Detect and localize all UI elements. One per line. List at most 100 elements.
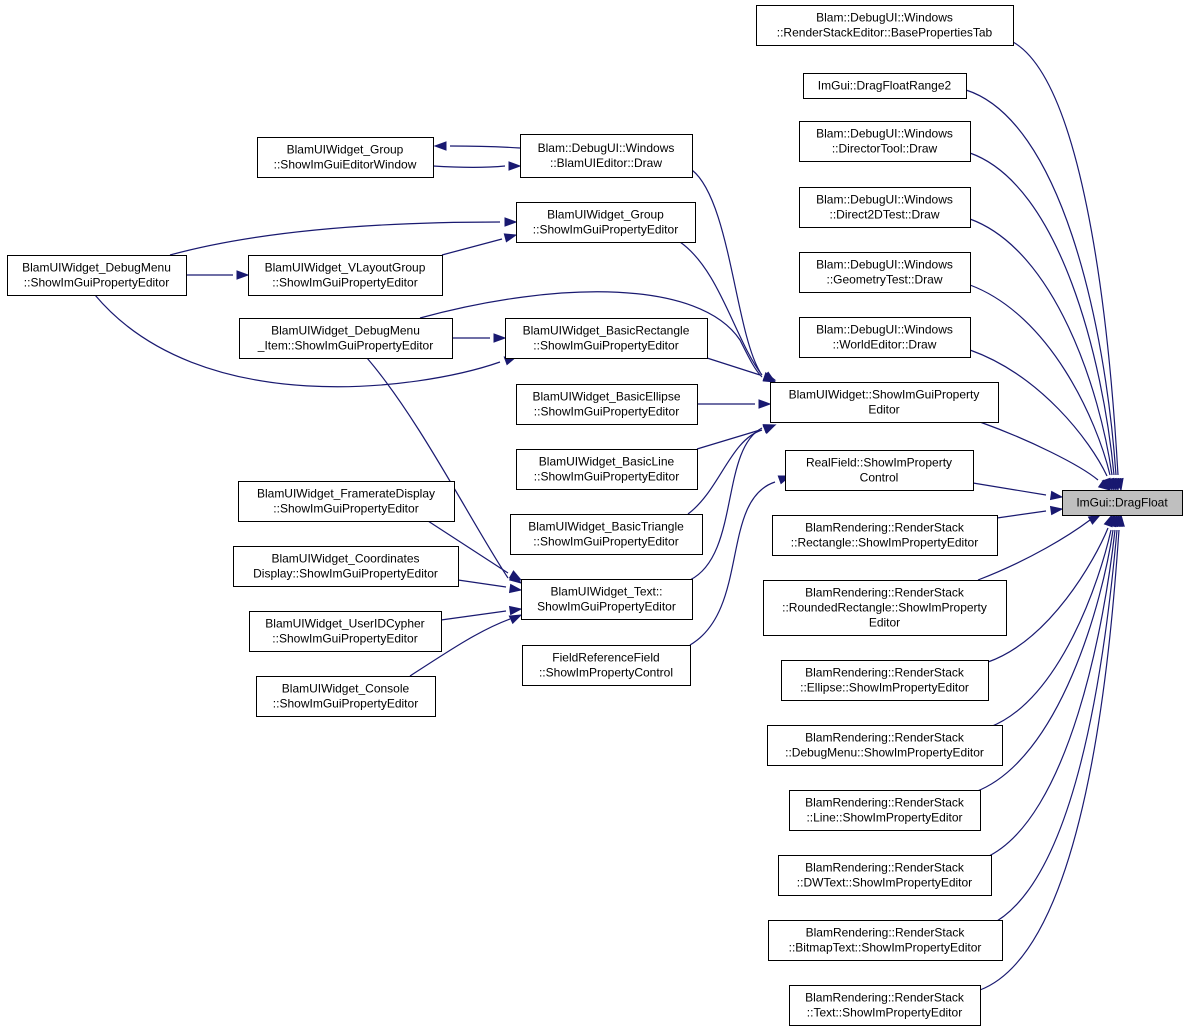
node-rs-bitmap[interactable]: BlamRendering::RenderStack::BitmapText::…: [768, 920, 1003, 961]
arrowhead-icon: [504, 217, 518, 227]
node-box[interactable]: [248, 255, 443, 296]
node-rs-line[interactable]: BlamRendering::RenderStack::Line::ShowIm…: [789, 790, 981, 831]
node-rs-rrect[interactable]: BlamRendering::RenderStack::RoundedRecta…: [763, 580, 1007, 636]
node-box[interactable]: [238, 481, 455, 522]
node-box[interactable]: [789, 985, 981, 1026]
node-box[interactable]: [239, 318, 453, 359]
node-box[interactable]: [233, 546, 459, 587]
node-box[interactable]: [516, 449, 698, 490]
node-dragfloat[interactable]: ImGui::DragFloat: [1062, 490, 1183, 516]
node-d2d[interactable]: Blam::DebugUI::Windows::Direct2DTest::Dr…: [799, 187, 971, 228]
node-box[interactable]: [756, 5, 1014, 46]
edge-n_console-to-n_text: [409, 614, 523, 677]
node-box[interactable]: [767, 725, 1003, 766]
edge-n_basicline-to-n_showimgui: [696, 424, 777, 450]
node-showimgui[interactable]: BlamUIWidget::ShowImGuiPropertyEditor: [770, 382, 999, 423]
node-box[interactable]: [516, 202, 696, 243]
node-realfield[interactable]: RealField::ShowImPropertyControl: [785, 450, 974, 491]
node-director[interactable]: Blam::DebugUI::Windows::DirectorTool::Dr…: [799, 121, 971, 162]
node-rs-debugmenu[interactable]: BlamRendering::RenderStack::DebugMenu::S…: [767, 725, 1003, 766]
node-label-line: BlamUIWidget::ShowImGuiProperty: [789, 388, 980, 402]
node-box[interactable]: [799, 121, 971, 162]
node-geometry[interactable]: Blam::DebugUI::Windows::GeometryTest::Dr…: [799, 252, 971, 293]
node-box[interactable]: [516, 384, 698, 425]
arrowhead-icon: [508, 605, 523, 616]
node-baseprops[interactable]: Blam::DebugUI::Windows::RenderStackEdito…: [756, 5, 1014, 46]
node-box[interactable]: [1062, 490, 1183, 516]
edge-line: [979, 421, 1099, 481]
node-label-line: ::ShowImGuiPropertyEditor: [272, 632, 417, 646]
node-label-line: ImGui::DragFloat: [1076, 496, 1168, 510]
node-rs-text[interactable]: BlamRendering::RenderStack::Text::ShowIm…: [789, 985, 981, 1026]
edge-n_rs_rect-to-n_dragfloat: [996, 505, 1064, 519]
node-box[interactable]: [256, 676, 436, 717]
node-label-line: ::ShowImGuiPropertyEditor: [273, 502, 418, 516]
node-uieditor[interactable]: Blam::DebugUI::Windows::BlamUIEditor::Dr…: [520, 134, 693, 178]
node-dm-item[interactable]: BlamUIWidget_DebugMenu_Item::ShowImGuiPr…: [239, 318, 453, 359]
nodes-layer: ImGui::DragFloat Blam::DebugUI::Windows::…: [7, 5, 1183, 1026]
arrowhead-icon: [762, 424, 777, 435]
node-box[interactable]: [778, 855, 992, 896]
node-box[interactable]: [520, 134, 693, 178]
arrowhead-icon: [1049, 505, 1064, 516]
node-text[interactable]: BlamUIWidget_Text::ShowImGuiPropertyEdit…: [521, 579, 693, 620]
edge-n_rs_dwtext-to-n_dragfloat: [984, 513, 1121, 859]
edge-line: [169, 221, 501, 256]
node-box[interactable]: [768, 920, 1003, 961]
node-vlayout[interactable]: BlamUIWidget_VLayoutGroup::ShowImGuiProp…: [248, 255, 443, 296]
node-rs-dwtext[interactable]: BlamRendering::RenderStack::DWText::Show…: [778, 855, 992, 896]
node-box[interactable]: [789, 790, 981, 831]
node-coords[interactable]: BlamUIWidget_CoordinatesDisplay::ShowImG…: [233, 546, 459, 587]
node-fieldref[interactable]: FieldReferenceField::ShowImPropertyContr…: [522, 645, 691, 686]
node-console[interactable]: BlamUIWidget_Console::ShowImGuiPropertyE…: [256, 676, 436, 717]
node-box[interactable]: [785, 450, 974, 491]
node-userid[interactable]: BlamUIWidget_UserIDCypher::ShowImGuiProp…: [249, 611, 442, 652]
node-box[interactable]: [772, 515, 998, 556]
edge-line: [706, 357, 761, 376]
node-label-line: ::DWText::ShowImPropertyEditor: [797, 876, 972, 890]
edge-n_basicrect-to-n_showimgui: [706, 357, 777, 381]
node-box[interactable]: [781, 660, 989, 701]
node-dragrange2[interactable]: ImGui::DragFloatRange2: [803, 73, 967, 99]
node-box[interactable]: [763, 580, 1007, 636]
node-label-line: BlamRendering::RenderStack: [805, 586, 965, 600]
node-label-line: ::ShowImGuiPropertyEditor: [533, 535, 678, 549]
node-box[interactable]: [7, 255, 187, 296]
node-worldeditor[interactable]: Blam::DebugUI::Windows::WorldEditor::Dra…: [799, 317, 971, 358]
node-basictri[interactable]: BlamUIWidget_BasicTriangle::ShowImGuiPro…: [510, 514, 703, 555]
edge-n_group_prop-to-n_showimgui: [679, 241, 777, 383]
node-box[interactable]: [505, 318, 708, 359]
node-basicellipse[interactable]: BlamUIWidget_BasicEllipse::ShowImGuiProp…: [516, 384, 698, 425]
arrowhead-icon: [1087, 514, 1102, 525]
node-group-prop[interactable]: BlamUIWidget_Group::ShowImGuiPropertyEdi…: [516, 202, 696, 243]
arrowhead-icon: [1049, 490, 1064, 501]
node-box[interactable]: [799, 187, 971, 228]
edge-line: [679, 241, 763, 376]
node-rs-ellipse[interactable]: BlamRendering::RenderStack::Ellipse::Sho…: [781, 660, 989, 701]
node-box[interactable]: [521, 579, 693, 620]
node-rs-rect[interactable]: BlamRendering::RenderStack::Rectangle::S…: [772, 515, 998, 556]
node-box[interactable]: [799, 252, 971, 293]
edge-n_dragrange2-to-n_dragfloat: [965, 89, 1122, 492]
node-box[interactable]: [799, 317, 971, 358]
node-basicrect[interactable]: BlamUIWidget_BasicRectangle::ShowImGuiPr…: [505, 318, 708, 359]
node-box[interactable]: [803, 73, 967, 99]
node-label-line: BlamUIWidget_Group: [547, 208, 664, 222]
node-label-line: _Item::ShowImGuiPropertyEditor: [257, 339, 433, 353]
node-label-line: BlamUIWidget_VLayoutGroup: [265, 261, 426, 275]
node-basicline[interactable]: BlamUIWidget_BasicLine::ShowImGuiPropert…: [516, 449, 698, 490]
node-label-line: Blam::DebugUI::Windows: [816, 193, 953, 207]
edge-line: [366, 357, 509, 579]
node-debugmenu[interactable]: BlamUIWidget_DebugMenu::ShowImGuiPropert…: [7, 255, 187, 296]
node-label-line: Blam::DebugUI::Windows: [816, 323, 953, 337]
node-box[interactable]: [257, 137, 434, 178]
edge-line: [689, 481, 776, 646]
edge-line: [94, 294, 501, 388]
node-box[interactable]: [249, 611, 442, 652]
node-framerate[interactable]: BlamUIWidget_FramerateDisplay::ShowImGui…: [238, 481, 455, 522]
node-box[interactable]: [510, 514, 703, 555]
node-box[interactable]: [522, 645, 691, 686]
node-box[interactable]: [770, 382, 999, 423]
edge-line: [996, 510, 1047, 519]
node-group-win[interactable]: BlamUIWidget_Group::ShowImGuiEditorWindo…: [257, 137, 434, 178]
